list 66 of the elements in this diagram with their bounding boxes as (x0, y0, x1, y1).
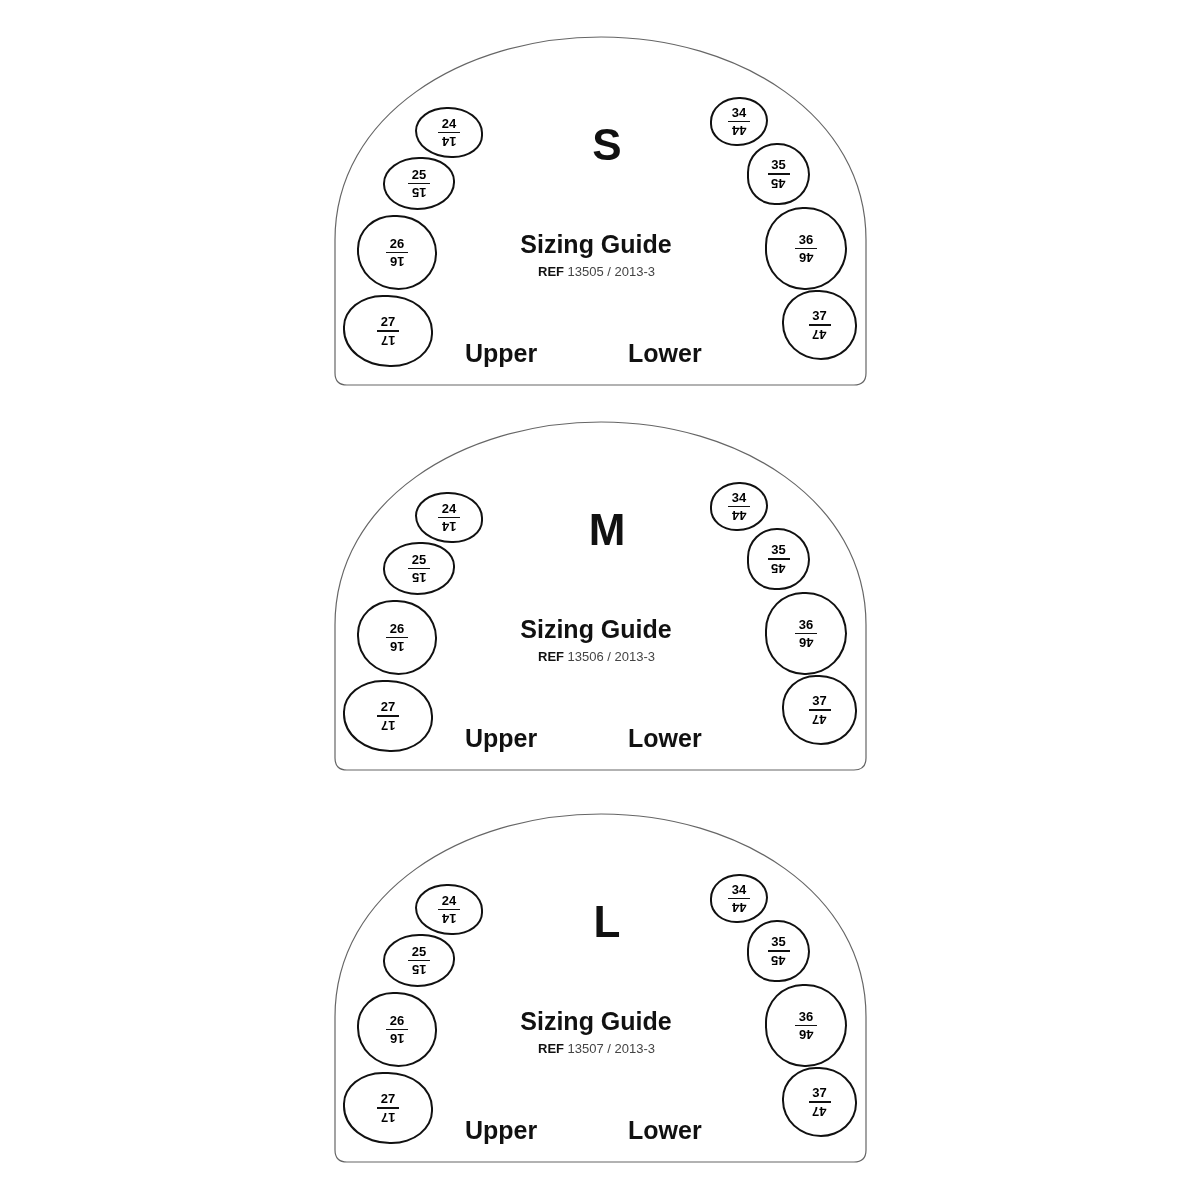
tooth-number: 25 (411, 552, 427, 567)
tooth-number: 14 (441, 519, 457, 534)
tooth-number: 37 (812, 309, 827, 324)
tooth-number: 36 (798, 232, 814, 247)
arch-label: Lower (628, 339, 702, 368)
tooth-number: 45 (771, 560, 786, 575)
tooth-number: 14 (441, 911, 457, 926)
tooth-number: 37 (812, 694, 827, 709)
tooth-number: 15 (411, 962, 427, 977)
tooth-number: 25 (411, 167, 427, 182)
tooth-number: 24 (441, 501, 457, 516)
tooth-number: 25 (411, 944, 427, 959)
arch-label: Lower (628, 1116, 702, 1145)
guide-title: Sizing Guide (520, 615, 672, 644)
tooth-number: 44 (731, 123, 747, 138)
tooth-number: 27 (380, 700, 396, 715)
tooth-number: 46 (798, 250, 814, 265)
tooth-number: 27 (380, 1092, 396, 1107)
tooth-number: 47 (812, 711, 827, 726)
tooth-number: 26 (389, 621, 405, 636)
reference-number: REF 13505 / 2013-3 (538, 264, 656, 279)
tooth-number: 27 (380, 315, 396, 330)
guide-title: Sizing Guide (520, 1007, 672, 1036)
tooth-number: 37 (812, 1086, 827, 1101)
arch-label: Upper (465, 1116, 538, 1145)
guide-title: Sizing Guide (520, 230, 672, 259)
tooth-number: 34 (731, 105, 747, 120)
tooth-number: 35 (771, 935, 786, 950)
tooth-number: 35 (771, 158, 786, 173)
tooth-number: 46 (798, 635, 814, 650)
tooth-number: 44 (731, 900, 747, 915)
tooth-number: 16 (389, 254, 405, 269)
tooth-number: 35 (771, 543, 786, 558)
tooth-number: 47 (812, 326, 827, 341)
tooth-number: 36 (798, 1009, 814, 1024)
tooth-number: 47 (812, 1103, 827, 1118)
arch-label: Lower (628, 724, 702, 753)
tooth-number: 15 (411, 185, 427, 200)
tooth-number: 17 (380, 717, 396, 732)
tooth-number: 34 (731, 490, 747, 505)
tooth-number: 24 (441, 893, 457, 908)
size-letter: M (588, 505, 626, 555)
reference-number: REF 13507 / 2013-3 (538, 1041, 656, 1056)
sizing-guide-template (333, 812, 868, 1164)
tooth-number: 24 (441, 116, 457, 131)
tooth-number: 17 (380, 1109, 396, 1124)
tooth-number: 46 (798, 1027, 814, 1042)
tooth-number: 15 (411, 570, 427, 585)
sizing-guide-template (333, 35, 868, 387)
size-letter: S (592, 120, 622, 170)
tooth-number: 26 (389, 1013, 405, 1028)
tooth-number: 16 (389, 1031, 405, 1046)
tooth-number: 45 (771, 952, 786, 967)
tooth-number: 44 (731, 508, 747, 523)
size-letter: L (593, 897, 621, 947)
tooth-number: 36 (798, 617, 814, 632)
tooth-number: 26 (389, 236, 405, 251)
reference-number: REF 13506 / 2013-3 (538, 649, 656, 664)
arch-label: Upper (465, 339, 538, 368)
sizing-guide-template (333, 420, 868, 772)
arch-label: Upper (465, 724, 538, 753)
tooth-number: 17 (380, 332, 396, 347)
tooth-number: 16 (389, 639, 405, 654)
tooth-number: 14 (441, 134, 457, 149)
tooth-number: 45 (771, 175, 786, 190)
tooth-number: 34 (731, 882, 747, 897)
